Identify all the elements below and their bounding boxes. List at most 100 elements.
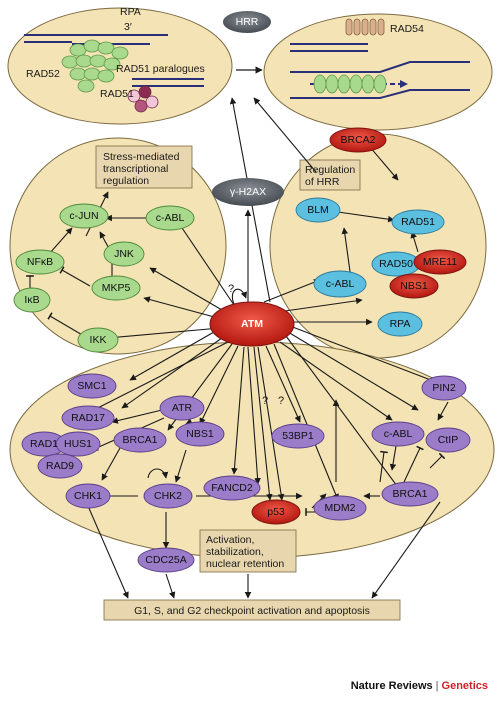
- c-jun-node: [59, 203, 109, 229]
- hrr-regulation-box: [299, 159, 361, 191]
- jnk-text: JNK: [114, 248, 134, 260]
- rad9-text: RAD9: [46, 460, 74, 472]
- chk1-text: CHK1: [74, 490, 102, 502]
- ctip-text: CtIP: [438, 434, 458, 446]
- rpa-text: RPA: [390, 318, 411, 330]
- ikk-node: [77, 327, 119, 353]
- left-nodes: [13, 203, 195, 353]
- nbs1-bottom-text: NBS1: [186, 428, 214, 440]
- journal-credit: Nature Reviews|Genetics: [351, 680, 488, 692]
- brca1-right-node: [381, 481, 439, 507]
- atm-text: ATM: [241, 318, 263, 330]
- stress-line-1: Stress-mediated: [103, 151, 180, 163]
- gamma-h2ax-text: γ-H2AX: [230, 186, 266, 198]
- pin2-node: [421, 375, 467, 401]
- nfkb-node: [15, 249, 65, 275]
- rad51-paralogues-label: RAD51 paralogues: [116, 63, 205, 75]
- fancd2-node: [203, 475, 261, 501]
- question-mark-2: ?: [278, 395, 284, 407]
- question-mark-atm: ?: [228, 283, 234, 295]
- rad1-text: RAD1: [30, 438, 58, 450]
- c-abl-bottom-text: c-ABL: [384, 428, 413, 440]
- mkp5-node: [91, 275, 141, 301]
- ikb-node: [13, 287, 51, 313]
- rad51-node: [391, 209, 445, 235]
- activation-line-3: nuclear retention: [206, 558, 284, 570]
- stress-line-3: regulation: [103, 175, 149, 187]
- c-abl-right-node: [313, 270, 367, 298]
- activation-line-1: Activation,: [206, 534, 254, 546]
- hus1-node: [55, 431, 101, 457]
- rpa-node: [377, 311, 423, 337]
- brca1-right-text: BRCA1: [392, 488, 427, 500]
- invasion-arrowhead: [400, 80, 408, 88]
- atr-text: ATR: [172, 402, 193, 414]
- chk2-text: CHK2: [154, 490, 182, 502]
- right-dna-strands: [290, 43, 470, 99]
- ctip-node: [425, 427, 471, 453]
- brca2-node: [329, 127, 387, 153]
- jnk-node: [103, 241, 145, 267]
- activation-box: [199, 529, 297, 573]
- smc1-text: SMC1: [77, 380, 106, 392]
- nbs1-right-node: [389, 273, 439, 299]
- chk1-node: [65, 483, 111, 509]
- atm-node: [209, 301, 295, 347]
- rad51-text: RAD51: [401, 216, 435, 228]
- credit-separator: |: [435, 680, 439, 692]
- nbs1-right-text: NBS1: [400, 280, 428, 292]
- ikk-text: IKK: [90, 334, 107, 346]
- activation-line-2: stabilization,: [206, 546, 264, 558]
- gamma-h2ax-node: [212, 178, 284, 206]
- rad51-paralogue-cluster: [127, 85, 159, 113]
- green-protein-cluster: [61, 39, 129, 93]
- rad51-label: RAD51: [100, 88, 134, 100]
- atr-node: [159, 395, 205, 421]
- mdm2-node: [313, 495, 367, 521]
- rpa-label: RPA: [120, 6, 141, 18]
- p53-node: [251, 499, 301, 525]
- stress-box: [95, 145, 193, 189]
- journal-section: Genetics: [441, 680, 488, 692]
- stress-line-2: transcriptional: [103, 163, 168, 175]
- smc1-node: [67, 373, 117, 399]
- c-abl-left-text: c-ABL: [156, 212, 185, 224]
- brca2-text: BRCA2: [340, 134, 375, 146]
- outcome-text: G1, S, and G2 checkpoint activation and …: [134, 605, 370, 617]
- right-nodes: [295, 127, 467, 337]
- c-abl-right-text: c-ABL: [326, 278, 355, 290]
- rad54-label: RAD54: [390, 23, 424, 35]
- nbs1-bottom-node: [175, 421, 225, 447]
- question-mark-1: ?: [262, 395, 268, 407]
- rad9-node: [37, 453, 83, 479]
- bp53-text: 53BP1: [282, 430, 314, 442]
- journal-name: Nature Reviews: [350, 680, 433, 692]
- rad17-node: [61, 405, 115, 431]
- c-abl-bottom-node: [371, 421, 425, 447]
- p53-text: p53: [267, 506, 285, 518]
- mre11-text: MRE11: [423, 256, 457, 268]
- c-jun-text: c-JUN: [69, 210, 98, 222]
- three-prime-label: 3′: [124, 21, 132, 33]
- hrr-regulation-line-1: Regulation: [305, 164, 355, 176]
- brca1-left-text: BRCA1: [122, 434, 157, 446]
- nfkb-text: NFκB: [27, 256, 53, 268]
- outcome-box: [103, 599, 401, 621]
- mkp5-text: MKP5: [102, 282, 131, 294]
- chk2-node: [143, 483, 193, 509]
- cdc25a-text: CDC25A: [145, 554, 186, 566]
- cdc25a-node: [137, 547, 195, 573]
- c-abl-left-node: [145, 205, 195, 231]
- rad17-text: RAD17: [71, 412, 105, 424]
- rad50-text: RAD50: [379, 258, 413, 270]
- mre11-node: [413, 249, 467, 275]
- mdm2-text: MDM2: [325, 502, 356, 514]
- rad52-label: RAD52: [26, 68, 60, 80]
- hrr-pill: [223, 11, 271, 33]
- blm-node: [295, 197, 341, 223]
- hus1-text: HUS1: [64, 438, 92, 450]
- ikb-text: IκB: [24, 294, 39, 306]
- hrr-label: HRR: [236, 16, 259, 28]
- pin2-text: PIN2: [432, 382, 456, 394]
